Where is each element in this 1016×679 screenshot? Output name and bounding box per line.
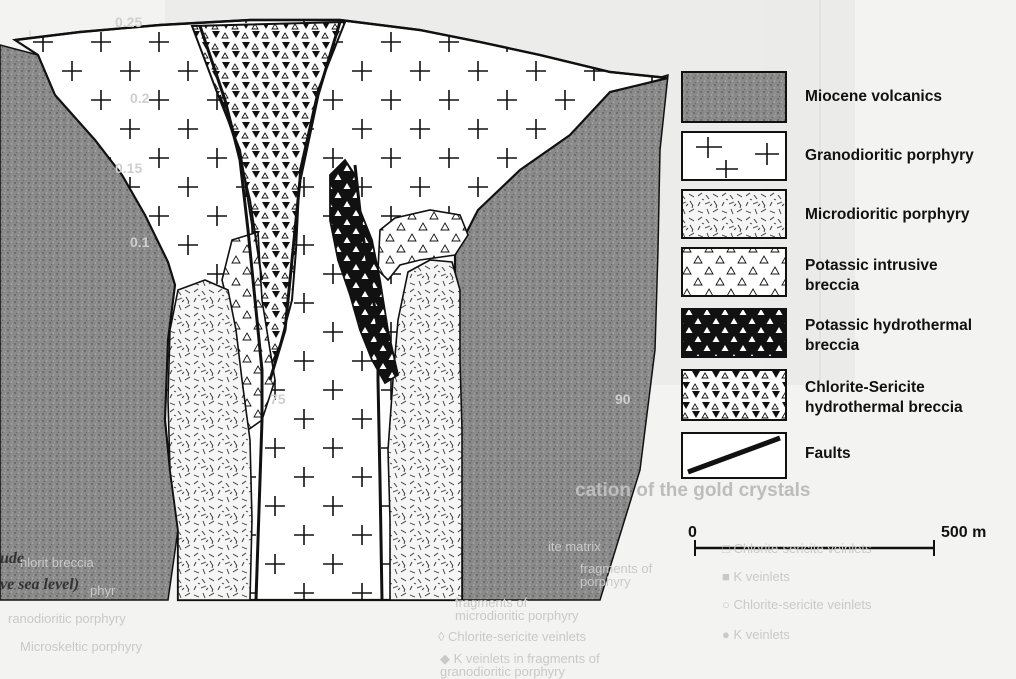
legend-label-chlorite-sericite-breccia: Chlorite-Sericite hydrothermal breccia: [805, 378, 963, 418]
ghost-mid-item: ◊ Chlorite-sericite veinlets: [438, 630, 586, 643]
microdioritic-porphyry-right: [388, 260, 462, 600]
scale-bar-end-label: 500 m: [941, 524, 986, 542]
ghost-mid-item: fragments of porphyry: [580, 562, 652, 588]
legend-label-microdioritic-porphyry: Microdioritic porphyry: [805, 205, 970, 225]
ghost-heading: cation of the gold crystals: [575, 484, 810, 497]
ghost-left-item: hlorit breccia: [20, 556, 94, 569]
scale-bar-start-label: 0: [688, 524, 697, 542]
edge-caption-line-1: ude: [0, 550, 24, 568]
ghost-right-item: ■ K veinlets: [722, 570, 790, 583]
legend-label-granodioritic-porphyry: Granodioritic porphyry: [805, 146, 974, 166]
legend-label-faults: Faults: [805, 444, 851, 464]
ghost-axis-tick: 0.2: [130, 92, 149, 105]
legend-swatch-potassic-hydrothermal-breccia: [682, 309, 786, 357]
ghost-mid-item: ite matrix: [548, 540, 601, 553]
ghost-left-item: ranodioritic porphyry: [8, 612, 126, 625]
legend-label-miocene-volcanics: Miocene volcanics: [805, 87, 942, 107]
ghost-axis-tick: 0.25: [115, 16, 142, 29]
ghost-axis-tick: 75: [270, 393, 286, 406]
ghost-right-item: ○ Chlorite-sericite veinlets: [722, 598, 871, 611]
legend-swatch-granodioritic-porphyry: [682, 132, 786, 180]
ghost-axis-tick: 0.1: [130, 236, 149, 249]
geologic-cross-section: [0, 20, 668, 600]
legend-swatch-microdioritic-porphyry: [682, 190, 786, 238]
ghost-mid-item: ◆ K veinlets in fragments of granodiorit…: [440, 652, 600, 678]
ghost-axis-tick: 90: [615, 393, 631, 406]
legend-swatch-potassic-intrusive-breccia: [682, 248, 786, 296]
legend-label-potassic-intrusive-breccia: Potassic intrusive breccia: [805, 256, 938, 296]
ghost-left-item: Microskeltic porphyry: [20, 640, 142, 653]
legend-swatch-chlorite-sericite-breccia: [682, 370, 786, 420]
ghost-axis-tick: 0.15: [115, 162, 142, 175]
legend-swatch-miocene-volcanics: [682, 72, 786, 122]
ghost-right-item: □ Chlorite-sericite veinlets: [722, 542, 871, 555]
legend: [682, 72, 786, 478]
legend-label-potassic-hydrothermal-breccia: Potassic hydrothermal breccia: [805, 316, 972, 356]
ghost-left-item: phyr: [90, 584, 115, 597]
edge-caption-line-2: ve sea level): [0, 576, 79, 594]
ghost-right-item: ● K veinlets: [722, 628, 790, 641]
ghost-mid-item: fragments of microdioritic porphyry: [455, 596, 579, 622]
